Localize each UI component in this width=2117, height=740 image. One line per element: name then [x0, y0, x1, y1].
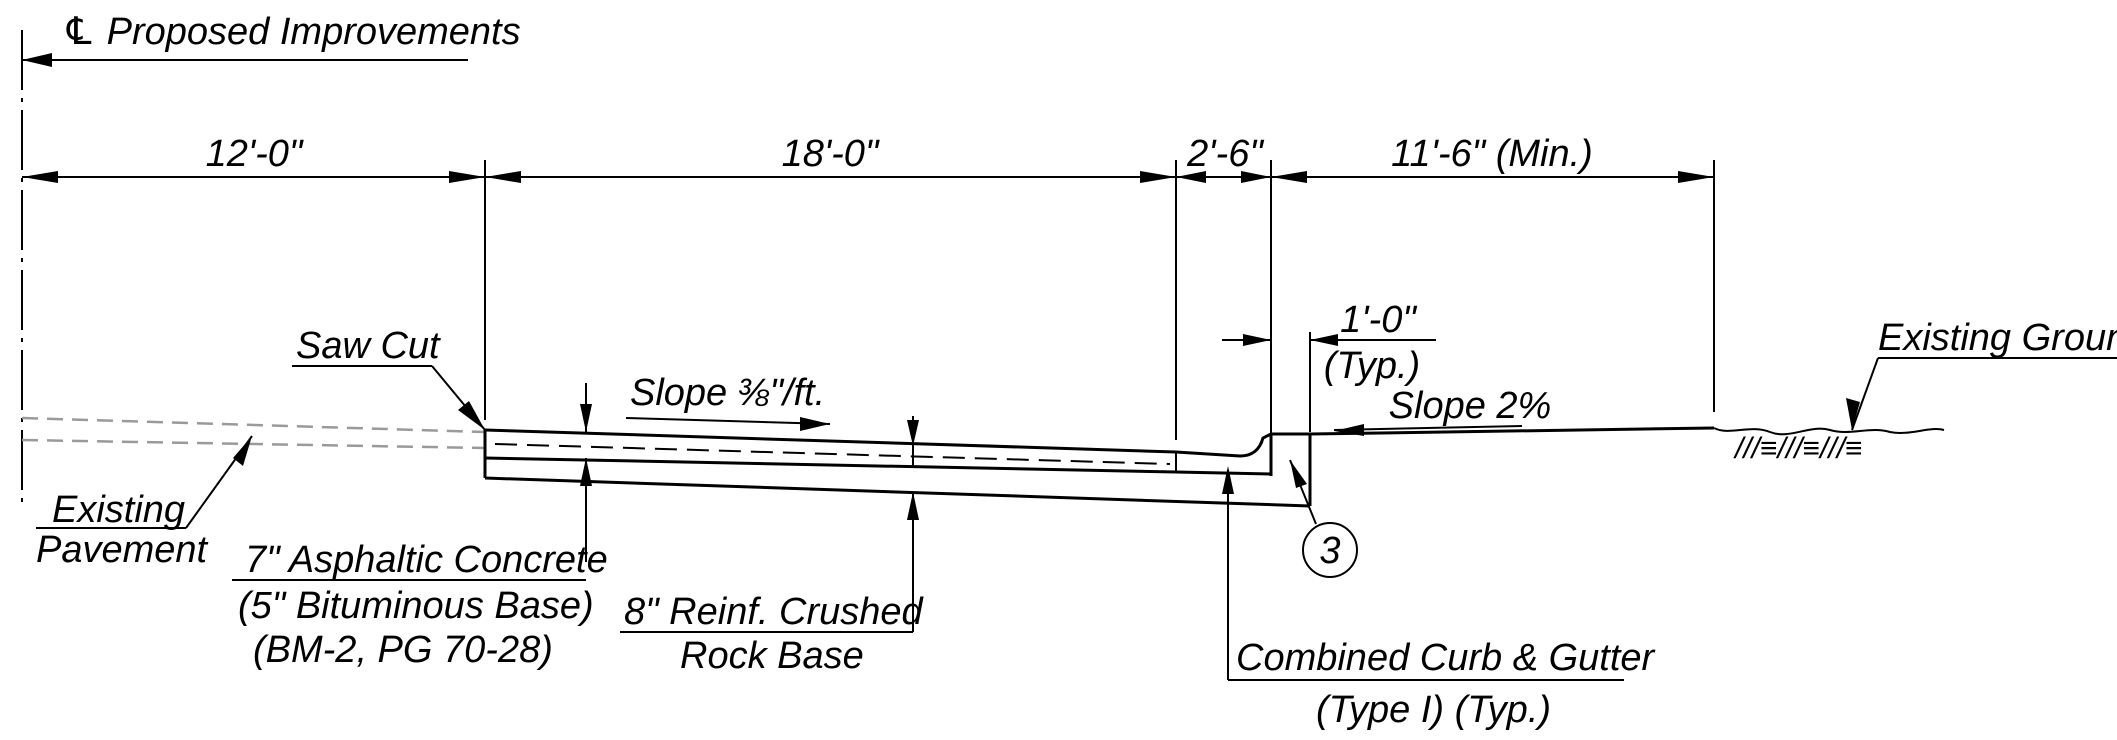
existing-pavement-label-line2: Pavement: [36, 529, 209, 571]
existing-pavement-arrowhead: [233, 436, 252, 466]
dimension-string: [22, 171, 1714, 183]
existing-ground-leader: [1851, 357, 1879, 431]
detail-arrowhead: [1290, 460, 1307, 488]
detail-bubble: [1302, 522, 1358, 578]
asphalt-label-line3: (BM-2, PG 70-28): [253, 629, 553, 671]
existing-ground-line: [1713, 427, 1945, 436]
dim-lane-width: 12'-0": [206, 133, 304, 175]
centerline-title-arrowhead: [22, 53, 52, 67]
pavement-slope-label: Slope ⅜"/ft.: [630, 372, 825, 414]
curb-gutter-label-line1: Combined Curb & Gutter: [1236, 637, 1656, 679]
shoulder-slope-label: Slope 2%: [1389, 385, 1552, 427]
dim-curb-gutter-width: 2'-6": [1186, 133, 1264, 175]
curb-offset-dimension: [1222, 332, 1436, 432]
saw-cut-label: Saw Cut: [296, 325, 441, 367]
asphalt-label-line2: (5" Bituminous Base): [238, 585, 594, 627]
pavement-slope-arrowhead: [800, 417, 830, 431]
dim-curb-offset: 1'-0": [1340, 299, 1417, 341]
base-label-line2: Rock Base: [680, 635, 864, 677]
saw-cut-arrowhead: [458, 401, 485, 430]
dim-shoulder-width: 11'-6" (Min.): [1391, 133, 1593, 175]
centerline-title: ℄ Proposed Improvements: [62, 11, 521, 53]
existing-ground-label: Existing Ground: [1878, 317, 2117, 359]
curb-gutter-label-line2: (Type I) (Typ.): [1316, 689, 1551, 731]
existing-pavement-label-line1: Existing: [52, 489, 185, 531]
existing-ground-hatch: ///≡///≡///≡: [1733, 432, 1863, 465]
pavement-slope-leader: [625, 417, 831, 425]
dim-curb-offset-note: (Typ.): [1324, 345, 1420, 387]
shoulder-slope-leader: [1333, 425, 1523, 431]
asphalt-thickness-markers: [580, 383, 919, 632]
detail-number: 3: [1319, 530, 1340, 572]
base-label-line1: 8" Reinf. Crushed: [624, 591, 925, 633]
shoulder-surface: [1309, 426, 1715, 436]
curb-gutter-arrowhead: [1222, 466, 1234, 494]
shoulder-slope-arrowhead: [1334, 424, 1364, 436]
pavement-section: [483, 428, 1312, 508]
asphalt-label-line1: 7" Asphaltic Concrete: [245, 539, 608, 581]
existing-pavement-top: [21, 416, 486, 434]
existing-ground-arrowhead: [1846, 398, 1860, 430]
dim-widening-width: 18'-0": [782, 133, 880, 175]
existing-pavement-bottom: [21, 438, 486, 450]
